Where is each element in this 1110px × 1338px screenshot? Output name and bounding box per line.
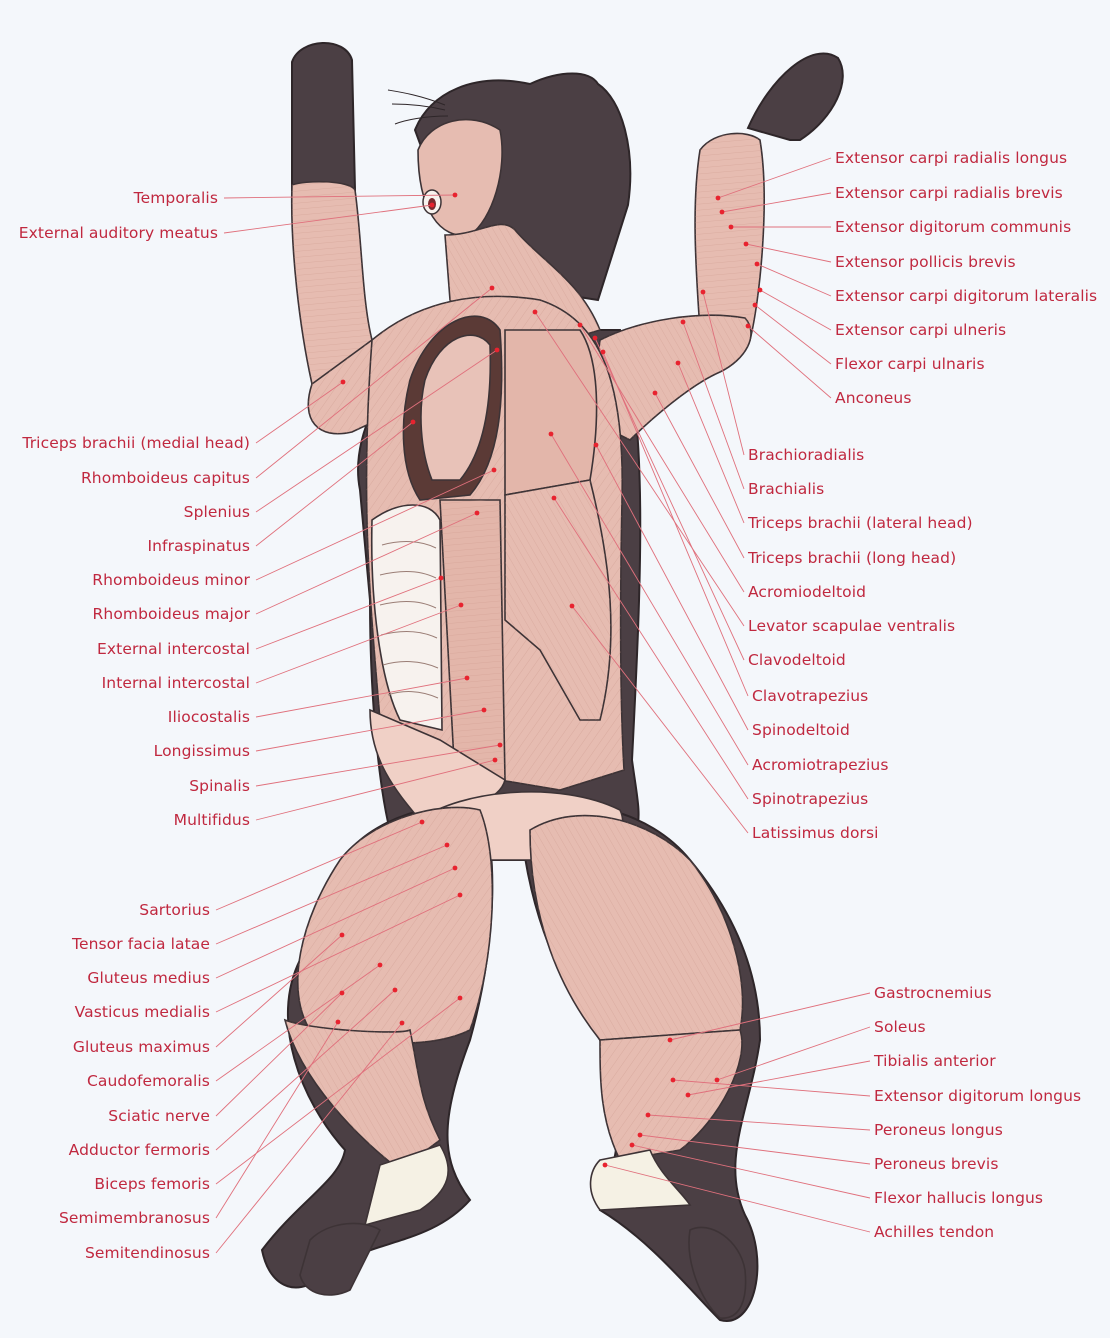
label-right: Triceps brachii (long head)	[748, 549, 956, 567]
label-right: Peroneus brevis	[874, 1155, 999, 1173]
label-right: Extensor carpi radialis longus	[835, 149, 1067, 167]
label-left: Spinalis	[189, 777, 250, 795]
label-right: Peroneus longus	[874, 1121, 1003, 1139]
label-right: Latissimus dorsi	[752, 824, 879, 842]
label-left: Multifidus	[174, 811, 250, 829]
label-right: Soleus	[874, 1018, 926, 1036]
label-left: Sartorius	[139, 901, 210, 919]
label-right: Brachialis	[748, 480, 824, 498]
label-left: Biceps femoris	[94, 1175, 210, 1193]
label-left: Longissimus	[154, 742, 250, 760]
label-left: Splenius	[184, 503, 250, 521]
label-right: Clavodeltoid	[748, 651, 846, 669]
label-right: Extensor digitorum longus	[874, 1087, 1081, 1105]
label-left: External auditory meatus	[19, 224, 218, 242]
label-left: Adductor fermoris	[69, 1141, 210, 1159]
label-right: Triceps brachii (lateral head)	[748, 514, 973, 532]
label-left: Rhomboideus major	[93, 605, 250, 623]
label-left: Caudofemoralis	[87, 1072, 210, 1090]
label-left: Triceps brachii (medial head)	[22, 434, 250, 452]
label-right: Tibialis anterior	[874, 1052, 996, 1070]
label-right: Extensor carpi radialis brevis	[835, 184, 1063, 202]
label-right: Gastrocnemius	[874, 984, 992, 1002]
label-left: Infraspinatus	[147, 537, 250, 555]
label-right: Extensor digitorum communis	[835, 218, 1071, 236]
label-right: Acromiotrapezius	[752, 756, 889, 774]
label-left: Temporalis	[134, 189, 218, 207]
label-left: Gluteus medius	[87, 969, 210, 987]
label-right: Extensor pollicis brevis	[835, 253, 1016, 271]
label-right: Extensor carpi digitorum lateralis	[835, 287, 1097, 305]
label-left: Internal intercostal	[102, 674, 250, 692]
label-right: Acromiodeltoid	[748, 583, 866, 601]
label-right: Levator scapulae ventralis	[748, 617, 955, 635]
label-right: Flexor carpi ulnaris	[835, 355, 985, 373]
label-left: Gluteus maximus	[73, 1038, 210, 1056]
label-right: Spinodeltoid	[752, 721, 850, 739]
label-left: Sciatic nerve	[108, 1107, 210, 1125]
label-left: External intercostal	[97, 640, 250, 658]
label-left: Rhomboideus capitus	[81, 469, 250, 487]
label-right: Anconeus	[835, 389, 912, 407]
label-right: Brachioradialis	[748, 446, 864, 464]
label-right: Clavotrapezius	[752, 687, 868, 705]
label-left: Vasticus medialis	[75, 1003, 210, 1021]
label-right: Achilles tendon	[874, 1223, 994, 1241]
label-right: Extensor carpi ulneris	[835, 321, 1006, 339]
label-left: Semimembranosus	[59, 1209, 210, 1227]
label-left: Tensor facia latae	[72, 935, 210, 953]
label-left: Iliocostalis	[168, 708, 250, 726]
label-left: Semitendinosus	[85, 1244, 210, 1262]
label-right: Spinotrapezius	[752, 790, 868, 808]
label-left: Rhomboideus minor	[92, 571, 250, 589]
label-right: Flexor hallucis longus	[874, 1189, 1043, 1207]
